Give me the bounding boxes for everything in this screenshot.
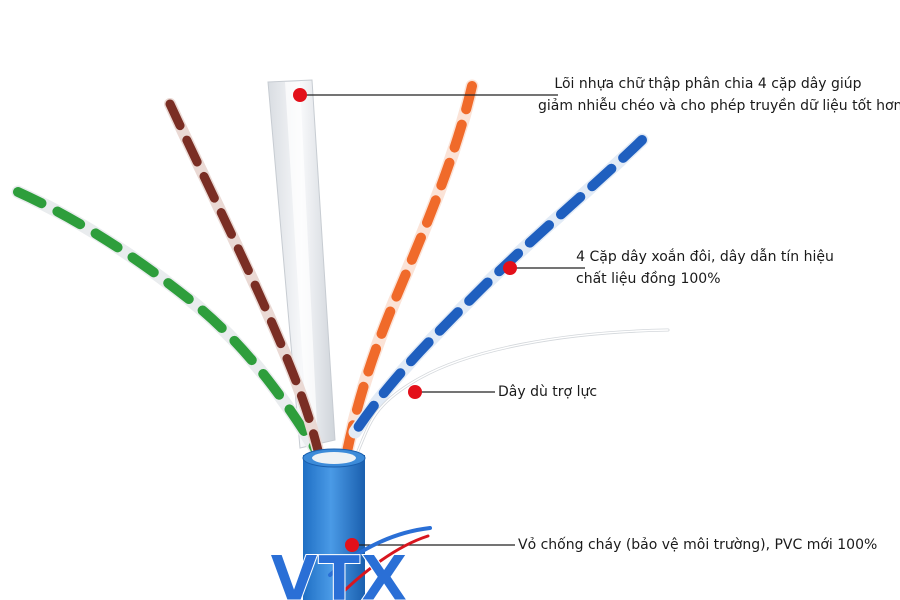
marker-ripcord <box>408 385 422 399</box>
callout-pairs: 4 Cặp dây xoắn đôi, dây dẫn tín hiệu chấ… <box>570 246 840 290</box>
outer-jacket <box>302 448 366 600</box>
markers <box>293 88 517 552</box>
rip-cord <box>353 328 670 460</box>
callout-jacket-line1: Vỏ chống cháy (bảo vệ môi trường), PVC m… <box>518 537 878 553</box>
blue-twisted-pair <box>348 133 649 439</box>
cross-spline-core <box>267 79 336 449</box>
marker-pairs <box>503 261 517 275</box>
callout-core-line2: giảm nhiễu chéo và cho phép truyền dữ li… <box>538 98 900 114</box>
orange-twisted-pair <box>338 79 479 469</box>
green-twisted-pair <box>11 185 329 467</box>
callout-pairs-line1: 4 Cặp dây xoắn đôi, dây dẫn tín hiệu <box>576 249 834 265</box>
brown-twisted-pair <box>164 98 326 464</box>
callout-ripcord: Dây dù trợ lực <box>498 381 618 403</box>
logo-text: VTX <box>270 542 408 600</box>
marker-core <box>293 88 307 102</box>
logo-swoosh <box>328 526 432 592</box>
callout-pairs-line2: chất liệu đồng 100% <box>576 271 721 287</box>
callout-core-line1: Lõi nhựa chữ thập phân chia 4 cặp dây gi… <box>554 76 862 92</box>
callout-ripcord-line1: Dây dù trợ lực <box>498 384 598 400</box>
marker-jacket <box>345 538 359 552</box>
leader-lines <box>300 94 585 546</box>
callout-jacket: Vỏ chống cháy (bảo vệ môi trường), PVC m… <box>518 534 878 556</box>
callout-core: Lõi nhựa chữ thập phân chia 4 cặp dây gi… <box>538 73 900 117</box>
